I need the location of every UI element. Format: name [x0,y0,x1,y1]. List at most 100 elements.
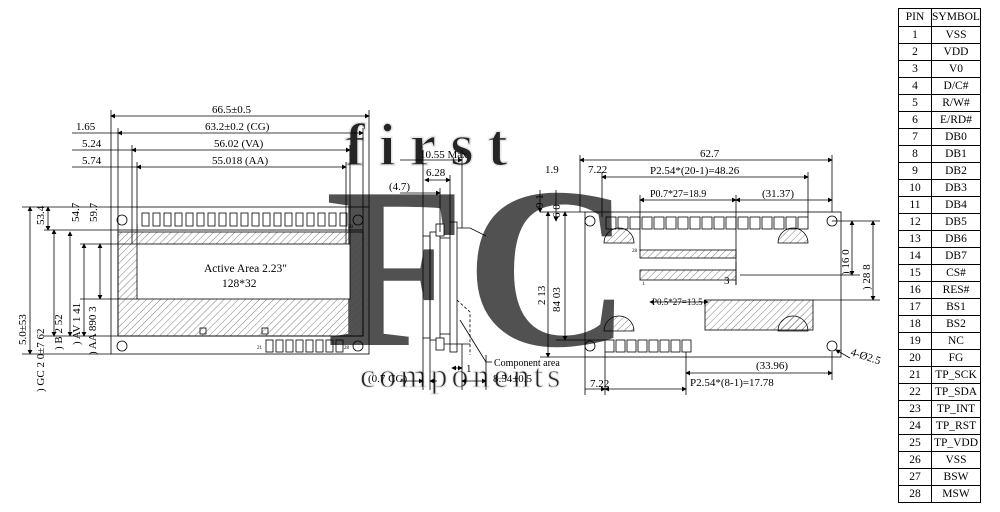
dim-h-right-b: ) 28 8 [861,264,873,290]
pin-number-cell: 5 [898,94,932,112]
dim-h-large: 84 03 [551,287,563,312]
rear-pad-b [777,227,809,244]
pin-symbol-cell: DB6 [931,230,981,248]
rear-hole-br [826,340,838,352]
pin-label-28: 28 [344,346,350,351]
pin-symbol-cell: NC [931,332,981,350]
dim-rear-width: 62.7 [700,148,720,160]
pin-number-cell: 13 [898,230,932,248]
symbol-column-header: SYMBOL [931,8,981,27]
dim-side-b: 6.28 [426,167,446,179]
pin-number-cell: 27 [898,468,932,486]
front-hole-bl [116,340,128,352]
watermark-bottom-text: components [360,358,564,395]
pin-symbol-cell: R/W# [931,94,981,112]
dim-max-thickness: 10.55 Max [420,149,468,161]
dim-h-small-a: 9 1 [534,194,546,208]
pin-symbol-cell: DB7 [931,247,981,265]
active-area-resolution: 128*32 [222,278,257,290]
rear-fpc-top [639,249,737,259]
pin-number-cell: 14 [898,247,932,265]
side-pcb [449,221,458,353]
rear-bottom-pins [604,339,692,353]
pin-symbol-cell: E/RD# [931,111,981,129]
pin-symbol-cell: DB3 [931,179,981,197]
pin-number-cell: 21 [898,366,932,384]
rear-view [537,155,880,395]
dim-rear-offset-pitch: 7.22 [588,164,607,176]
pin-number-cell: 12 [898,213,932,231]
dim-height-c: 59.7 [88,202,100,222]
pin-symbol-cell: D/C# [931,77,981,95]
pin-symbol-cell: RES# [931,281,981,299]
pin-number-cell: 15 [898,264,932,282]
pin-number-cell: 16 [898,281,932,299]
dim-pitch-bottom: P2.54*(8-1)=17.78 [690,377,774,389]
pin-number-cell: 28 [898,485,932,503]
pin-symbol-cell: TP_SCK [931,366,981,384]
dim-h-right-a: ) 16 0 [840,249,852,275]
pin-symbol-cell: TP_VDD [931,434,981,452]
pin-symbol-cell: FG [931,349,981,367]
pin-number-cell: 4 [898,77,932,95]
pin-number-cell: 3 [898,60,932,78]
pin-symbol-cell: TP_RST [931,417,981,435]
side-frame [429,231,441,341]
pin-number-cell: 18 [898,315,932,333]
rear-fpc-mid [639,269,737,281]
dim-left-aa: 5.74 [82,155,102,167]
fpc-pin-28: 28 [632,249,638,254]
dim-hole: 4-Ø2.5 [849,346,883,367]
pin-label-20: 20 [348,225,354,230]
pin-symbol-cell: DB4 [931,196,981,214]
dim-bottom-offset: 7.22 [590,378,609,390]
pin-number-cell: 7 [898,128,932,146]
dim-fpc-right: (31.37) [762,188,794,200]
pin-table-header-row: PIN SYMBOL [898,8,981,27]
front-hole-tl [116,214,128,226]
fpc-pin-1: 1 [642,282,645,287]
pin-number-cell: 6 [898,111,932,129]
dim-v4: ) AA 890 3 [87,306,99,355]
front-bottom-pins [265,339,344,353]
rear-pcb-outline [584,211,842,358]
component-area-label: Component area [494,358,560,369]
pin-symbol-cell: BS1 [931,298,981,316]
pin-number-cell: 10 [898,179,932,197]
dim-v2: ) B 2 52 [53,314,65,350]
pin-number-cell: 23 [898,400,932,418]
front-pcb-outline [110,206,370,355]
dim-cg-width: 63.2±0.2 (CG) [205,121,270,133]
dim-3: 3 [724,275,730,287]
watermark-top-text: first [345,112,522,178]
rear-pad-c [603,315,635,332]
dim-left-cg: 1.65 [76,121,96,133]
pin-symbol-cell: TP_INT [931,400,981,418]
front-top-pins [141,212,348,227]
dim-left-va: 5.24 [82,138,102,150]
dim-side-a: (4.7) [389,181,410,193]
dim-v1: ) GC 2 0±7 62 [35,329,47,392]
watermark-logo: FC [325,140,632,395]
dim-fpc-pitch-2: P0.5*27=13.5 [652,297,703,307]
dim-v3: ) AV 1 41 [71,303,83,345]
